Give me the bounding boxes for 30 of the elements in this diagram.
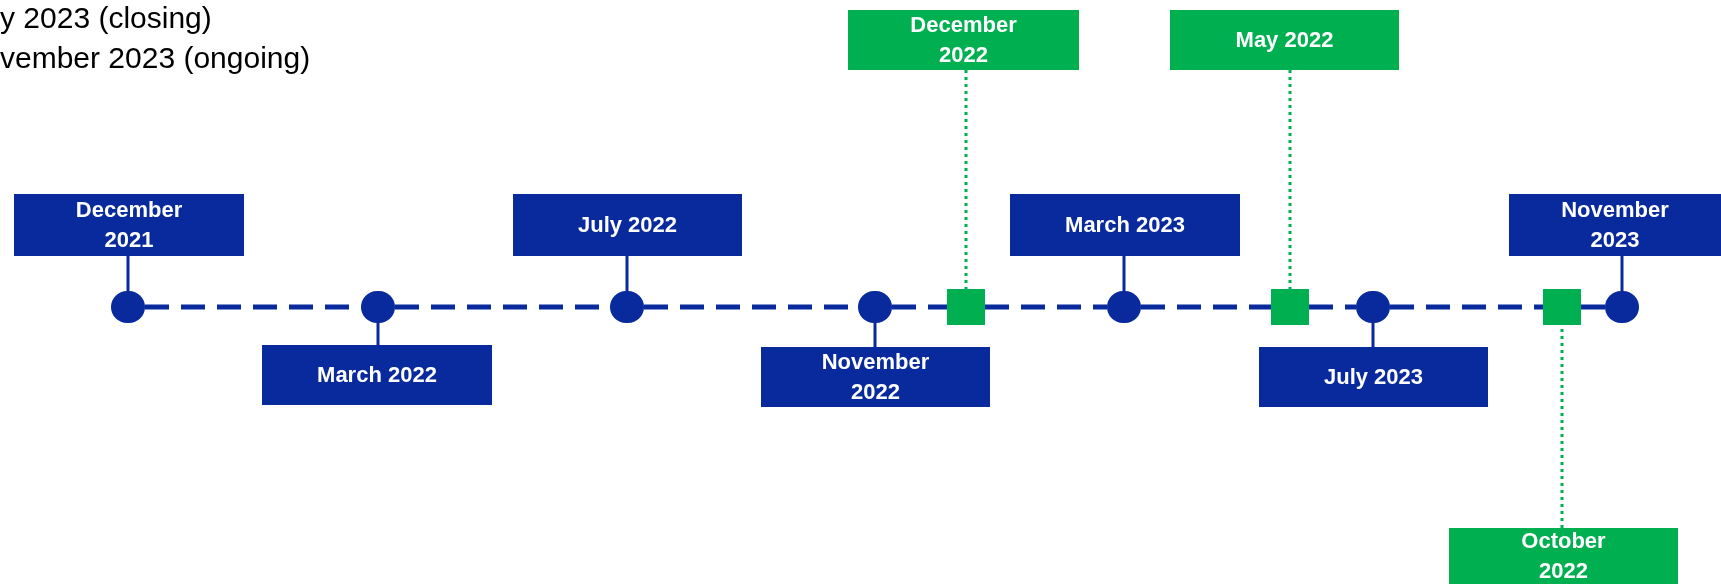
- timeline-square: [1271, 289, 1309, 325]
- connector-line: [1122, 256, 1126, 291]
- date-box: July 2022: [513, 194, 742, 256]
- date-box: May 2022: [1170, 10, 1399, 70]
- note-text: y 2023 (closing): [0, 0, 212, 36]
- dotted-connector: [1288, 70, 1292, 289]
- date-box: December 2021: [14, 194, 244, 256]
- date-box: November 2022: [761, 347, 990, 407]
- date-box: November 2023: [1509, 194, 1721, 256]
- timeline-segment: [1581, 304, 1605, 310]
- timeline-square: [1543, 289, 1581, 325]
- date-box: October 2022: [1449, 528, 1678, 584]
- timeline-segment: [892, 304, 947, 310]
- dotted-connector: [964, 70, 968, 289]
- connector-line: [126, 256, 130, 291]
- date-box: March 2023: [1010, 194, 1240, 256]
- timeline-segment: [1390, 304, 1543, 310]
- connector-line: [376, 323, 380, 345]
- timeline-segment: [985, 304, 1107, 310]
- date-box: March 2022: [262, 345, 492, 405]
- connector-line: [625, 256, 629, 291]
- connector-line: [1620, 256, 1624, 291]
- timeline-square: [947, 289, 985, 325]
- timeline-segment: [1141, 304, 1271, 310]
- date-box: July 2023: [1259, 347, 1488, 407]
- timeline-segment: [1309, 304, 1356, 310]
- connector-line: [1371, 323, 1375, 347]
- date-box: December 2022: [848, 10, 1079, 70]
- connector-line: [873, 323, 877, 347]
- note-text: vember 2023 (ongoing): [0, 40, 311, 76]
